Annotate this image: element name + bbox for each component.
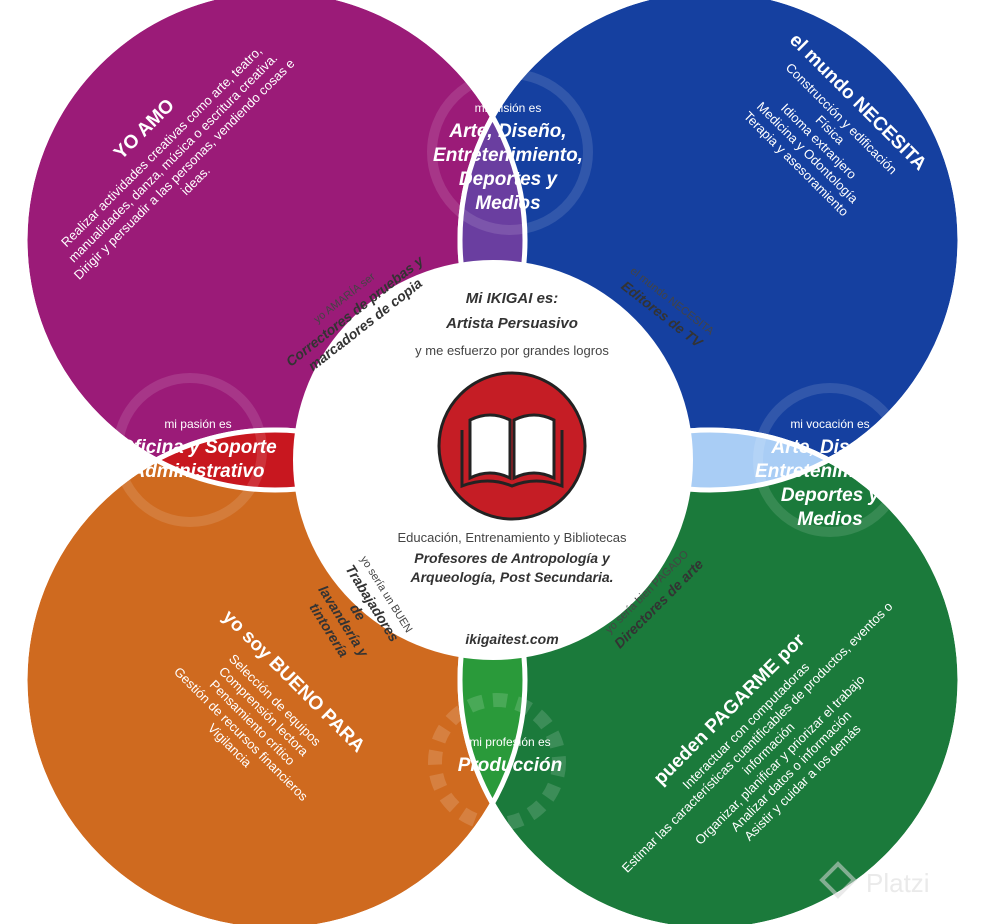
vocation-value: Medios (797, 509, 862, 530)
vocation-value: Entretenimiento, (755, 461, 905, 482)
vocation-label: mi vocación es (790, 417, 869, 431)
passion-label: mi pasión es (164, 417, 231, 431)
platzi-watermark: Platzi (819, 861, 930, 899)
passion-value: Administrativo (130, 461, 264, 482)
passion-emblem-icon (113, 373, 267, 527)
mission-value: Entretenimiento, (433, 145, 583, 166)
mission-value: Arte, Diseño, (448, 121, 566, 142)
mission-label: mi misión es (475, 101, 542, 115)
mission-value: Deportes y (459, 169, 559, 190)
career-category: Educación, Entrenamiento y Bibliotecas (397, 530, 627, 545)
career-title: Profesores de Antropología y (414, 550, 611, 566)
website-link[interactable]: ikigaitest.com (465, 631, 558, 647)
vocation-emblem-icon (753, 383, 907, 537)
ikigai-heading: Mi IKIGAI es: (466, 290, 559, 307)
career-title: Arqueología, Post Secundaria. (409, 569, 613, 585)
ikigai-tagline: y me esfuerzo por grandes logros (415, 343, 609, 358)
platzi-logo-icon (819, 861, 857, 899)
petal-bl-value: de (347, 601, 369, 624)
mission-value: Medios (475, 193, 540, 214)
watermark-text: Platzi (866, 868, 930, 898)
profession-label: mi profesión es (469, 735, 550, 749)
gear-icon (428, 693, 566, 831)
ikigai-result: Artista Persuasivo (445, 315, 578, 332)
vocation-value: Deportes y (781, 485, 881, 506)
vocation-value: Arte, Diseño, (770, 437, 888, 458)
book-icon (437, 371, 587, 521)
mission-emblem-icon (427, 69, 593, 235)
passion-value: Oficina y Soporte (119, 437, 277, 458)
profession-value: Producción (458, 755, 563, 776)
